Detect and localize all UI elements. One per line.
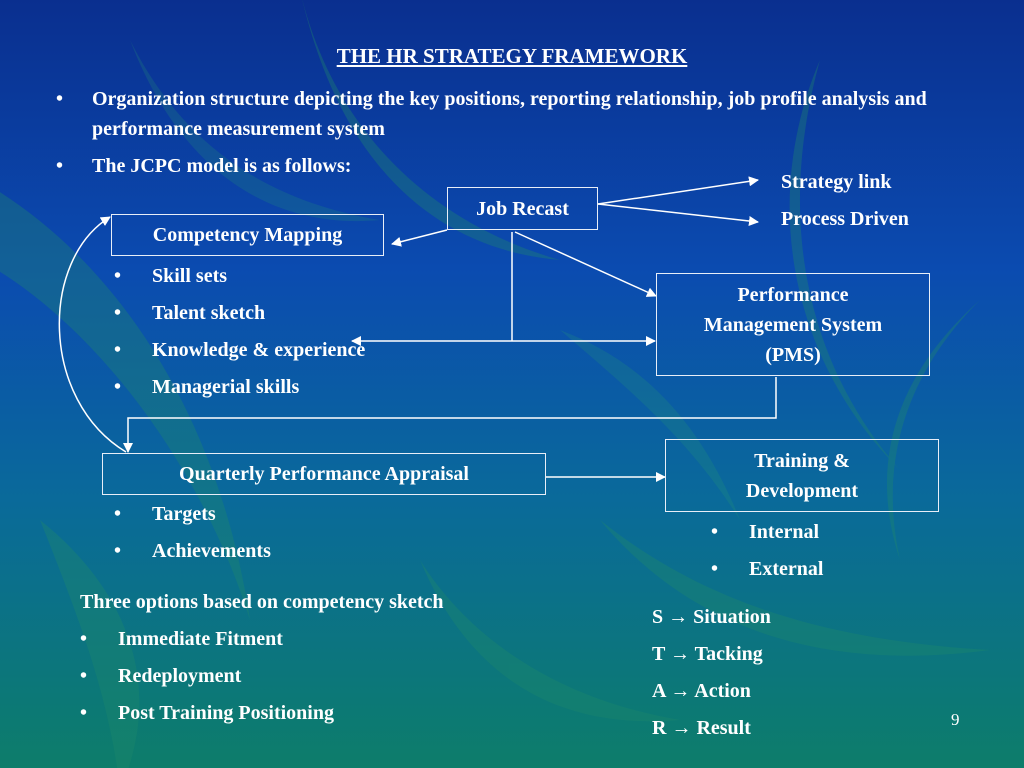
right-arrow-icon: → [668,606,689,628]
label-process-driven: Process Driven [781,208,909,230]
loop-arrow-to-competency [58,216,127,453]
bullet-glyph: • [114,265,122,287]
bullet-glyph: • [114,302,122,324]
competency-item: •Talent sketch [114,302,266,324]
option-item: •Redeployment [80,665,242,687]
option-item: •Post Training Positioning [80,702,334,724]
bullet-glyph: • [711,558,719,580]
bullet-glyph: • [80,702,88,724]
td-item: •External [711,558,824,580]
node-job-recast: Job Recast [447,187,598,230]
pms-to-qpa-connector [123,377,777,453]
td-line-2: Development [745,479,859,502]
star-row: A → Action [652,680,751,702]
slide-title: THE HR STRATEGY FRAMEWORK [336,44,688,68]
page-number: 9 [951,710,960,729]
arrow-to-pms [514,231,657,297]
option-item: •Immediate Fitment [80,628,283,650]
intro-bullet-2-text: The JCPC model is as follows: [92,155,352,177]
qpa-item: •Targets [114,503,216,525]
node-competency-mapping: Competency Mapping [111,214,384,256]
intro-bullet-2: • The JCPC model is as follows: [56,151,351,181]
star-row: T → Tacking [652,643,763,665]
bullet-glyph: • [711,521,719,543]
star-row: R → Result [652,717,751,739]
td-item: •Internal [711,521,819,543]
pms-line-3: (PMS) [765,343,821,366]
options-heading: Three options based on competency sketch [80,591,444,613]
pms-line-2: Management System [703,313,883,336]
star-row: S → Situation [652,606,771,628]
bullet-glyph: • [80,665,88,687]
label-strategy-link: Strategy link [781,171,892,193]
qpa-item: •Achievements [114,540,271,562]
arrow-to-competency-mapping [391,229,448,247]
arrow-to-process-driven [597,203,759,226]
node-pms: Performance Management System (PMS) [656,273,930,376]
right-arrow-icon: → [670,680,691,702]
td-line-1: Training & [754,449,850,472]
bullet-glyph: • [114,376,122,398]
intro-bullet-1: • Organization structure depicting the k… [56,84,956,144]
right-arrow-icon: → [669,643,690,665]
node-quarterly-performance-appraisal: Quarterly Performance Appraisal [102,453,546,495]
bullet-glyph: • [80,628,88,650]
bullet-glyph: • [114,339,122,361]
intro-bullet-1-text: Organization structure depicting the key… [92,88,927,140]
pms-line-1: Performance [737,283,849,306]
bullet-glyph: • [114,540,122,562]
arrow-to-strategy-link [597,176,759,205]
competency-item: •Managerial skills [114,376,300,398]
node-training-development: Training & Development [665,439,939,512]
bullet-glyph: • [56,155,64,177]
competency-item: •Skill sets [114,265,228,287]
bullet-glyph: • [114,503,122,525]
competency-item: •Knowledge & experience [114,339,366,361]
right-arrow-icon: → [671,717,692,739]
bullet-glyph: • [56,88,64,110]
